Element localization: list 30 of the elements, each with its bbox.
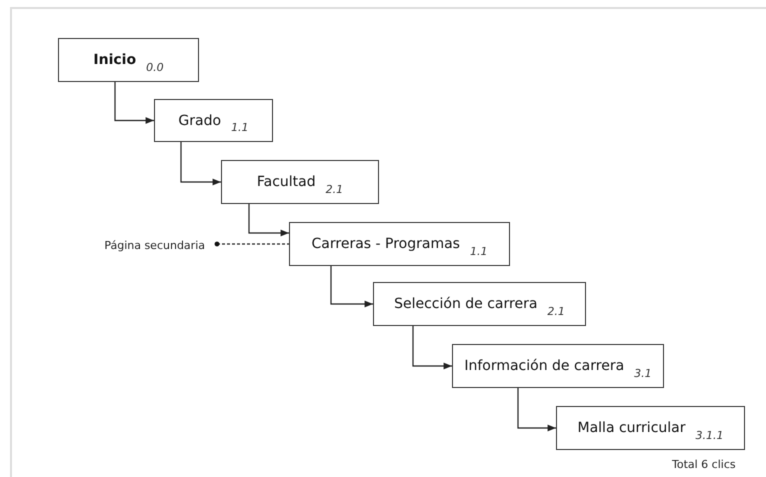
arrow — [114, 82, 154, 124]
page-box — [556, 406, 745, 450]
note-text: Página secundaria — [104, 238, 205, 252]
page-box — [154, 99, 273, 142]
page-title: Grado — [178, 112, 222, 128]
page-title: Carreras - Programas — [312, 236, 460, 252]
arrow — [330, 266, 373, 308]
page-level: 1.1 — [231, 121, 249, 134]
page-level: 3.1 — [634, 366, 652, 380]
page-box — [289, 222, 510, 266]
page-box — [373, 282, 586, 326]
page-title: Malla curricular — [578, 420, 686, 436]
page-level: 3.1.1 — [696, 428, 724, 442]
page-level: 2.1 — [326, 182, 344, 196]
dashed-connector — [214, 242, 289, 246]
arrow — [517, 388, 556, 432]
page-title: Facultad — [256, 174, 316, 190]
arrow — [180, 142, 221, 186]
page-box — [452, 344, 664, 388]
arrow — [412, 326, 452, 370]
arrow — [248, 204, 289, 236]
page-title: Inicio — [93, 52, 136, 68]
page-box — [58, 38, 199, 82]
page-level: 2.1 — [547, 304, 565, 318]
total-note: Total 6 clics — [672, 458, 736, 471]
page-title: Información de carrera — [464, 358, 624, 374]
page-level: 1.1 — [470, 244, 488, 258]
page-title: Selección de carrera — [394, 296, 538, 312]
page-level: 0.0 — [146, 60, 164, 74]
page-box — [221, 160, 379, 204]
